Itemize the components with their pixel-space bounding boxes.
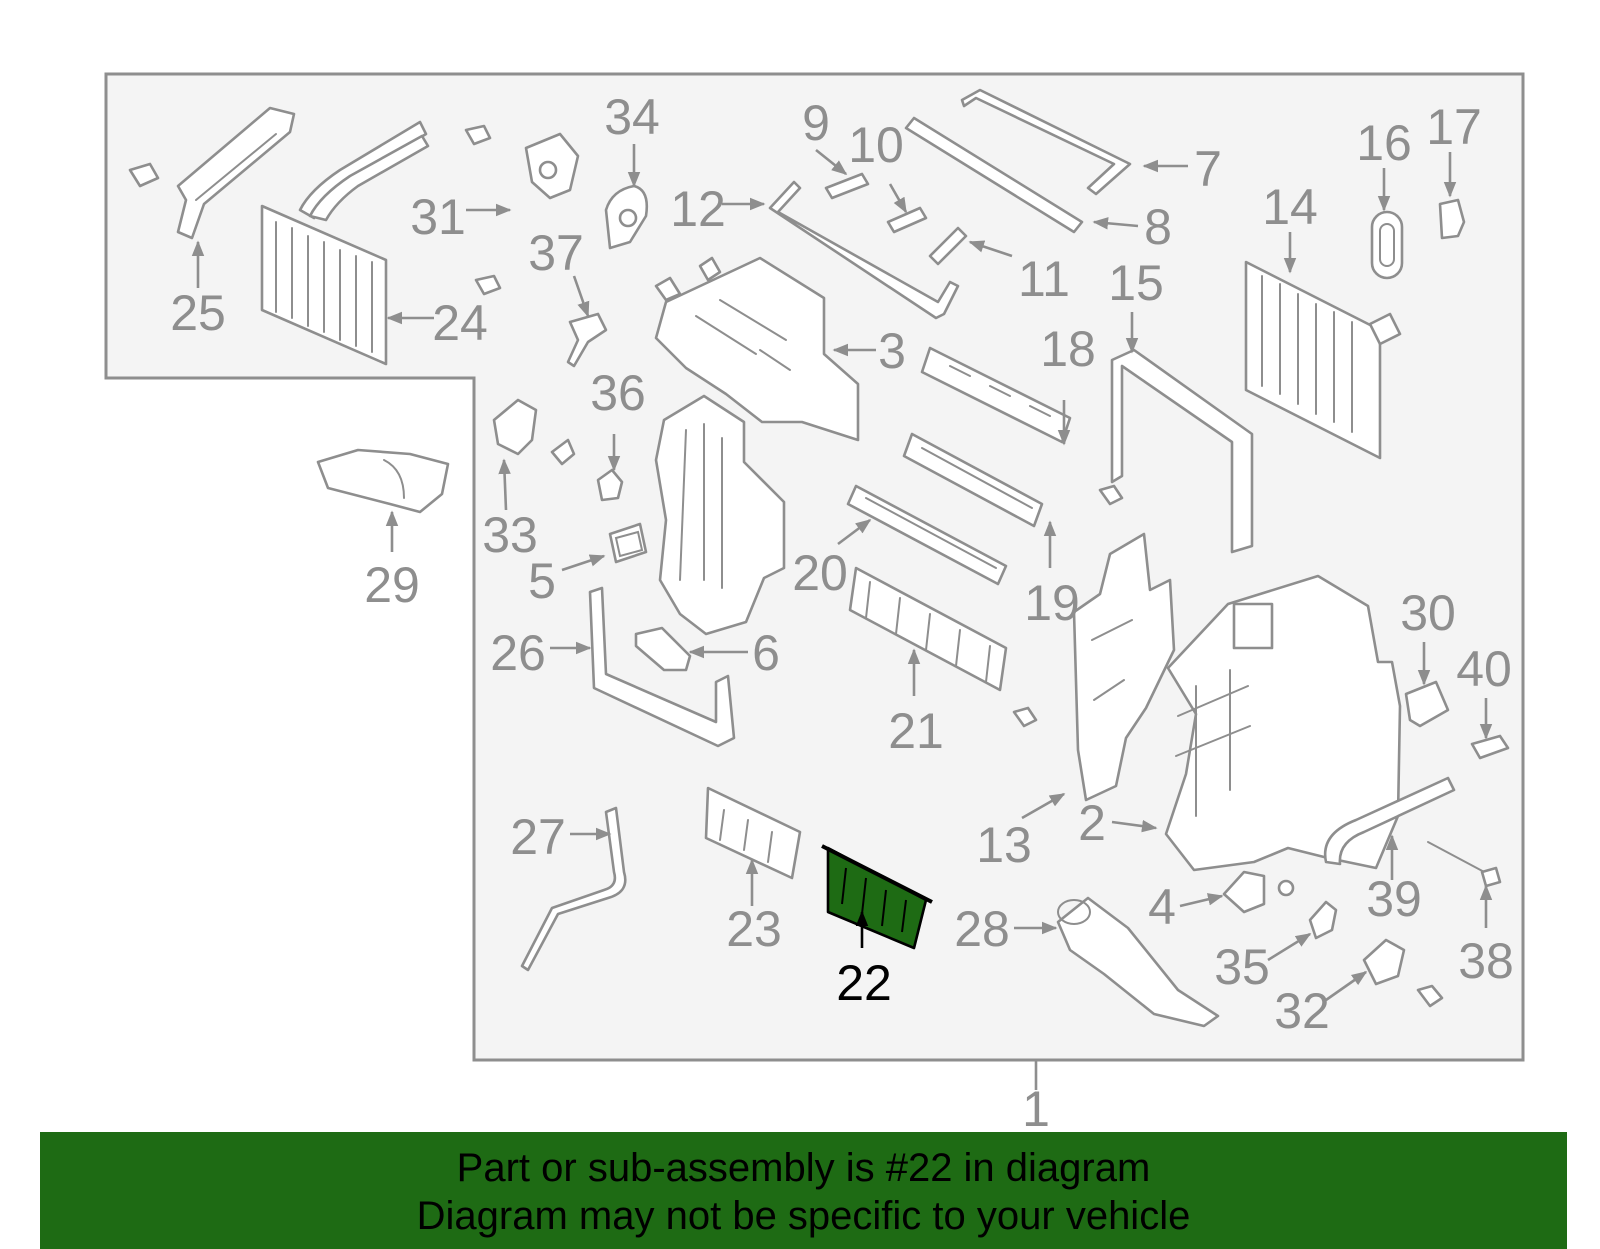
parts-diagram: 1 2 3 4 5 6 7 8 9 10 11 12 13 14 15 16 1…: [104, 72, 1525, 1132]
callout-1: 1: [1022, 1081, 1050, 1132]
callout-12: 12: [670, 181, 726, 237]
part-31-actuator: [464, 124, 580, 296]
part-26-channel: [588, 586, 736, 748]
callout-3: 3: [878, 323, 906, 379]
callout-8: 8: [1144, 199, 1172, 255]
callout-10: 10: [848, 117, 904, 173]
part-11-pad: [928, 226, 968, 266]
part-12-strip: [768, 180, 960, 320]
callout-23: 23: [726, 901, 782, 957]
caption-line-2: Diagram may not be specific to your vehi…: [416, 1194, 1191, 1238]
callout-39: 39: [1366, 871, 1422, 927]
part-7-gasket: [960, 88, 1132, 196]
part-39-hose: [1323, 776, 1456, 866]
callout-32: 32: [1274, 983, 1330, 1039]
part-36-clip: [596, 468, 624, 502]
part-20-door: [846, 484, 1008, 586]
callout-22-highlighted: 22: [836, 955, 892, 1011]
part-37-lever: [566, 312, 608, 368]
callout-36: 36: [590, 365, 646, 421]
callout-15: 15: [1108, 255, 1164, 311]
callout-7: 7: [1194, 141, 1222, 197]
part-25-bracket: [128, 106, 296, 240]
callout-28: 28: [954, 901, 1010, 957]
callout-14: 14: [1262, 179, 1318, 235]
bolt-icons: [1012, 484, 1124, 728]
part-4-seal: [1222, 870, 1266, 914]
callout-30: 30: [1400, 585, 1456, 641]
part-10-pad: [886, 206, 928, 234]
callout-34: 34: [604, 89, 660, 145]
callout-2: 2: [1078, 795, 1106, 851]
part-13-cover: [1072, 532, 1176, 802]
callout-9: 9: [802, 95, 830, 151]
part-19-door: [902, 432, 1044, 528]
callout-6: 6: [752, 625, 780, 681]
part-3-case: [654, 256, 860, 442]
part-15-frame: [1110, 348, 1254, 554]
part-38-screw: [1427, 841, 1502, 888]
callout-13: 13: [976, 817, 1032, 873]
caption-banner: Part or sub-assembly is #22 in diagram D…: [40, 1132, 1567, 1249]
callout-33: 33: [482, 507, 538, 563]
part-35-clip: [1277, 879, 1338, 940]
part-23-door: [704, 786, 802, 880]
callout-26: 26: [490, 625, 546, 681]
callout-5: 5: [528, 553, 556, 609]
callout-25: 25: [170, 285, 226, 341]
part-30-actuator: [1404, 680, 1450, 728]
part-2-case: [1164, 574, 1402, 872]
callout-37: 37: [528, 225, 584, 281]
part-17-cap: [1438, 198, 1466, 240]
part-6-seal: [634, 626, 692, 672]
part-29-duct: [316, 448, 450, 514]
callout-17: 17: [1426, 99, 1482, 155]
part-16-grommet: [1370, 210, 1404, 280]
callout-38: 38: [1458, 933, 1514, 989]
callout-35: 35: [1214, 939, 1270, 995]
callout-4: 4: [1148, 879, 1176, 935]
part-28-duct: [1056, 896, 1220, 1028]
part-22-door-highlighted: [821, 844, 933, 950]
callout-31: 31: [410, 189, 466, 245]
callout-21: 21: [888, 703, 944, 759]
part-21-door: [848, 566, 1008, 692]
callout-27: 27: [510, 809, 566, 865]
part-32-actuator: [1362, 938, 1444, 1008]
callout-29: 29: [364, 557, 420, 613]
part-3-lower-duct: [654, 394, 786, 636]
callout-11: 11: [1018, 251, 1070, 307]
callout-24: 24: [432, 295, 488, 351]
part-14-evaporator: [1244, 260, 1402, 460]
assembly-panel: [104, 72, 1525, 1062]
callout-numbers: 1 2 3 4 5 6 7 8 9 10 11 12 13 14 15 16 1…: [170, 89, 1514, 1132]
callout-19: 19: [1024, 575, 1080, 631]
part-9-pad: [824, 172, 870, 200]
part-27-pipe: [520, 806, 627, 972]
callout-16: 16: [1356, 115, 1412, 171]
part-24-heater-core: [260, 120, 430, 366]
leader-arrows: [191, 144, 1493, 1002]
caption-line-1: Part or sub-assembly is #22 in diagram: [456, 1146, 1151, 1190]
callout-20: 20: [792, 545, 848, 601]
part-5-seal: [608, 522, 648, 564]
callout-18: 18: [1040, 321, 1096, 377]
part-8-strip: [904, 116, 1084, 234]
part-33-actuator: [492, 398, 576, 466]
callout-40: 40: [1456, 641, 1512, 697]
